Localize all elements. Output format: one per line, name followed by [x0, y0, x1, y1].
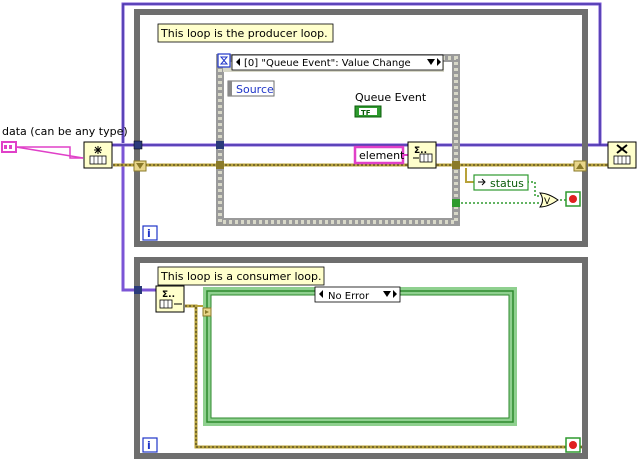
event-selector[interactable]: [0] "Queue Event": Value Change: [231, 54, 444, 71]
release-queue-node[interactable]: [607, 141, 637, 169]
svg-text:V: V: [544, 197, 551, 207]
obtain-queue-node[interactable]: [83, 141, 113, 169]
event-error-tunnel-in: [216, 161, 224, 169]
svg-text:element: element: [359, 149, 405, 162]
case-structure[interactable]: [203, 287, 517, 426]
event-timeout-icon: [217, 53, 231, 68]
element-terminal[interactable]: element: [353, 145, 405, 165]
svg-text:Source: Source: [236, 83, 274, 96]
consumer-while-loop[interactable]: This loop is a consumer loop. i: [134, 257, 588, 459]
svg-text:i: i: [147, 227, 151, 240]
data-wire: [15, 146, 408, 159]
error-wire: [113, 163, 608, 449]
consumer-iteration-terminal: [142, 437, 158, 453]
svg-text:Σ..: Σ..: [162, 290, 175, 300]
event-boolean-tunnel-out: [452, 199, 460, 207]
producer-comment: This loop is the producer loop.: [160, 27, 328, 40]
svg-text:TF: TF: [361, 109, 371, 117]
producer-comment-box: [157, 23, 334, 43]
case-right-arrow-icon[interactable]: [393, 290, 397, 298]
unbundle-status-node[interactable]: status: [473, 174, 529, 191]
enqueue-element-node[interactable]: Σ..: [407, 141, 437, 169]
svg-text:[0] "Queue Event": Value Chang: [0] "Queue Event": Value Change: [244, 58, 411, 69]
consumer-queue-tunnel: [134, 286, 142, 294]
event-queue-tunnel-in: [216, 141, 224, 149]
or-gate[interactable]: V: [539, 192, 559, 208]
data-control-terminal[interactable]: [1, 141, 17, 153]
event-error-tunnel-out: [452, 161, 460, 169]
queue-event-label: Queue Event: [355, 91, 427, 104]
svg-text:Σ..: Σ..: [414, 146, 427, 156]
boolean-wire: [457, 181, 566, 204]
queue-ref-wire: [110, 2, 612, 292]
svg-text:No Error: No Error: [328, 291, 370, 302]
chevron-down-icon[interactable]: [427, 59, 435, 65]
queue-tunnel-in: [133, 140, 143, 150]
case-selector[interactable]: No Error: [314, 286, 401, 303]
case-chevron-down-icon[interactable]: [383, 291, 391, 297]
dequeue-element-node[interactable]: Σ..: [155, 285, 185, 313]
producer-stop-icon[interactable]: [565, 191, 581, 207]
producer-iteration-terminal: [142, 225, 158, 241]
selector-right-arrow-icon[interactable]: [437, 58, 441, 66]
consumer-stop-icon[interactable]: [565, 437, 581, 453]
selector-left-arrow-icon[interactable]: [236, 58, 240, 66]
svg-text:status: status: [490, 177, 524, 190]
data-control-label: data (can be any type): [2, 125, 128, 138]
event-data-node[interactable]: Source: [227, 80, 275, 97]
svg-text:i: i: [147, 439, 151, 452]
consumer-comment: This loop is a consumer loop.: [160, 270, 321, 283]
queue-event-terminal[interactable]: TF: [354, 105, 382, 118]
producer-while-loop[interactable]: This loop is the producer loop. i: [134, 9, 588, 247]
consumer-comment-box: [157, 266, 325, 286]
case-left-arrow-icon[interactable]: [319, 290, 323, 298]
